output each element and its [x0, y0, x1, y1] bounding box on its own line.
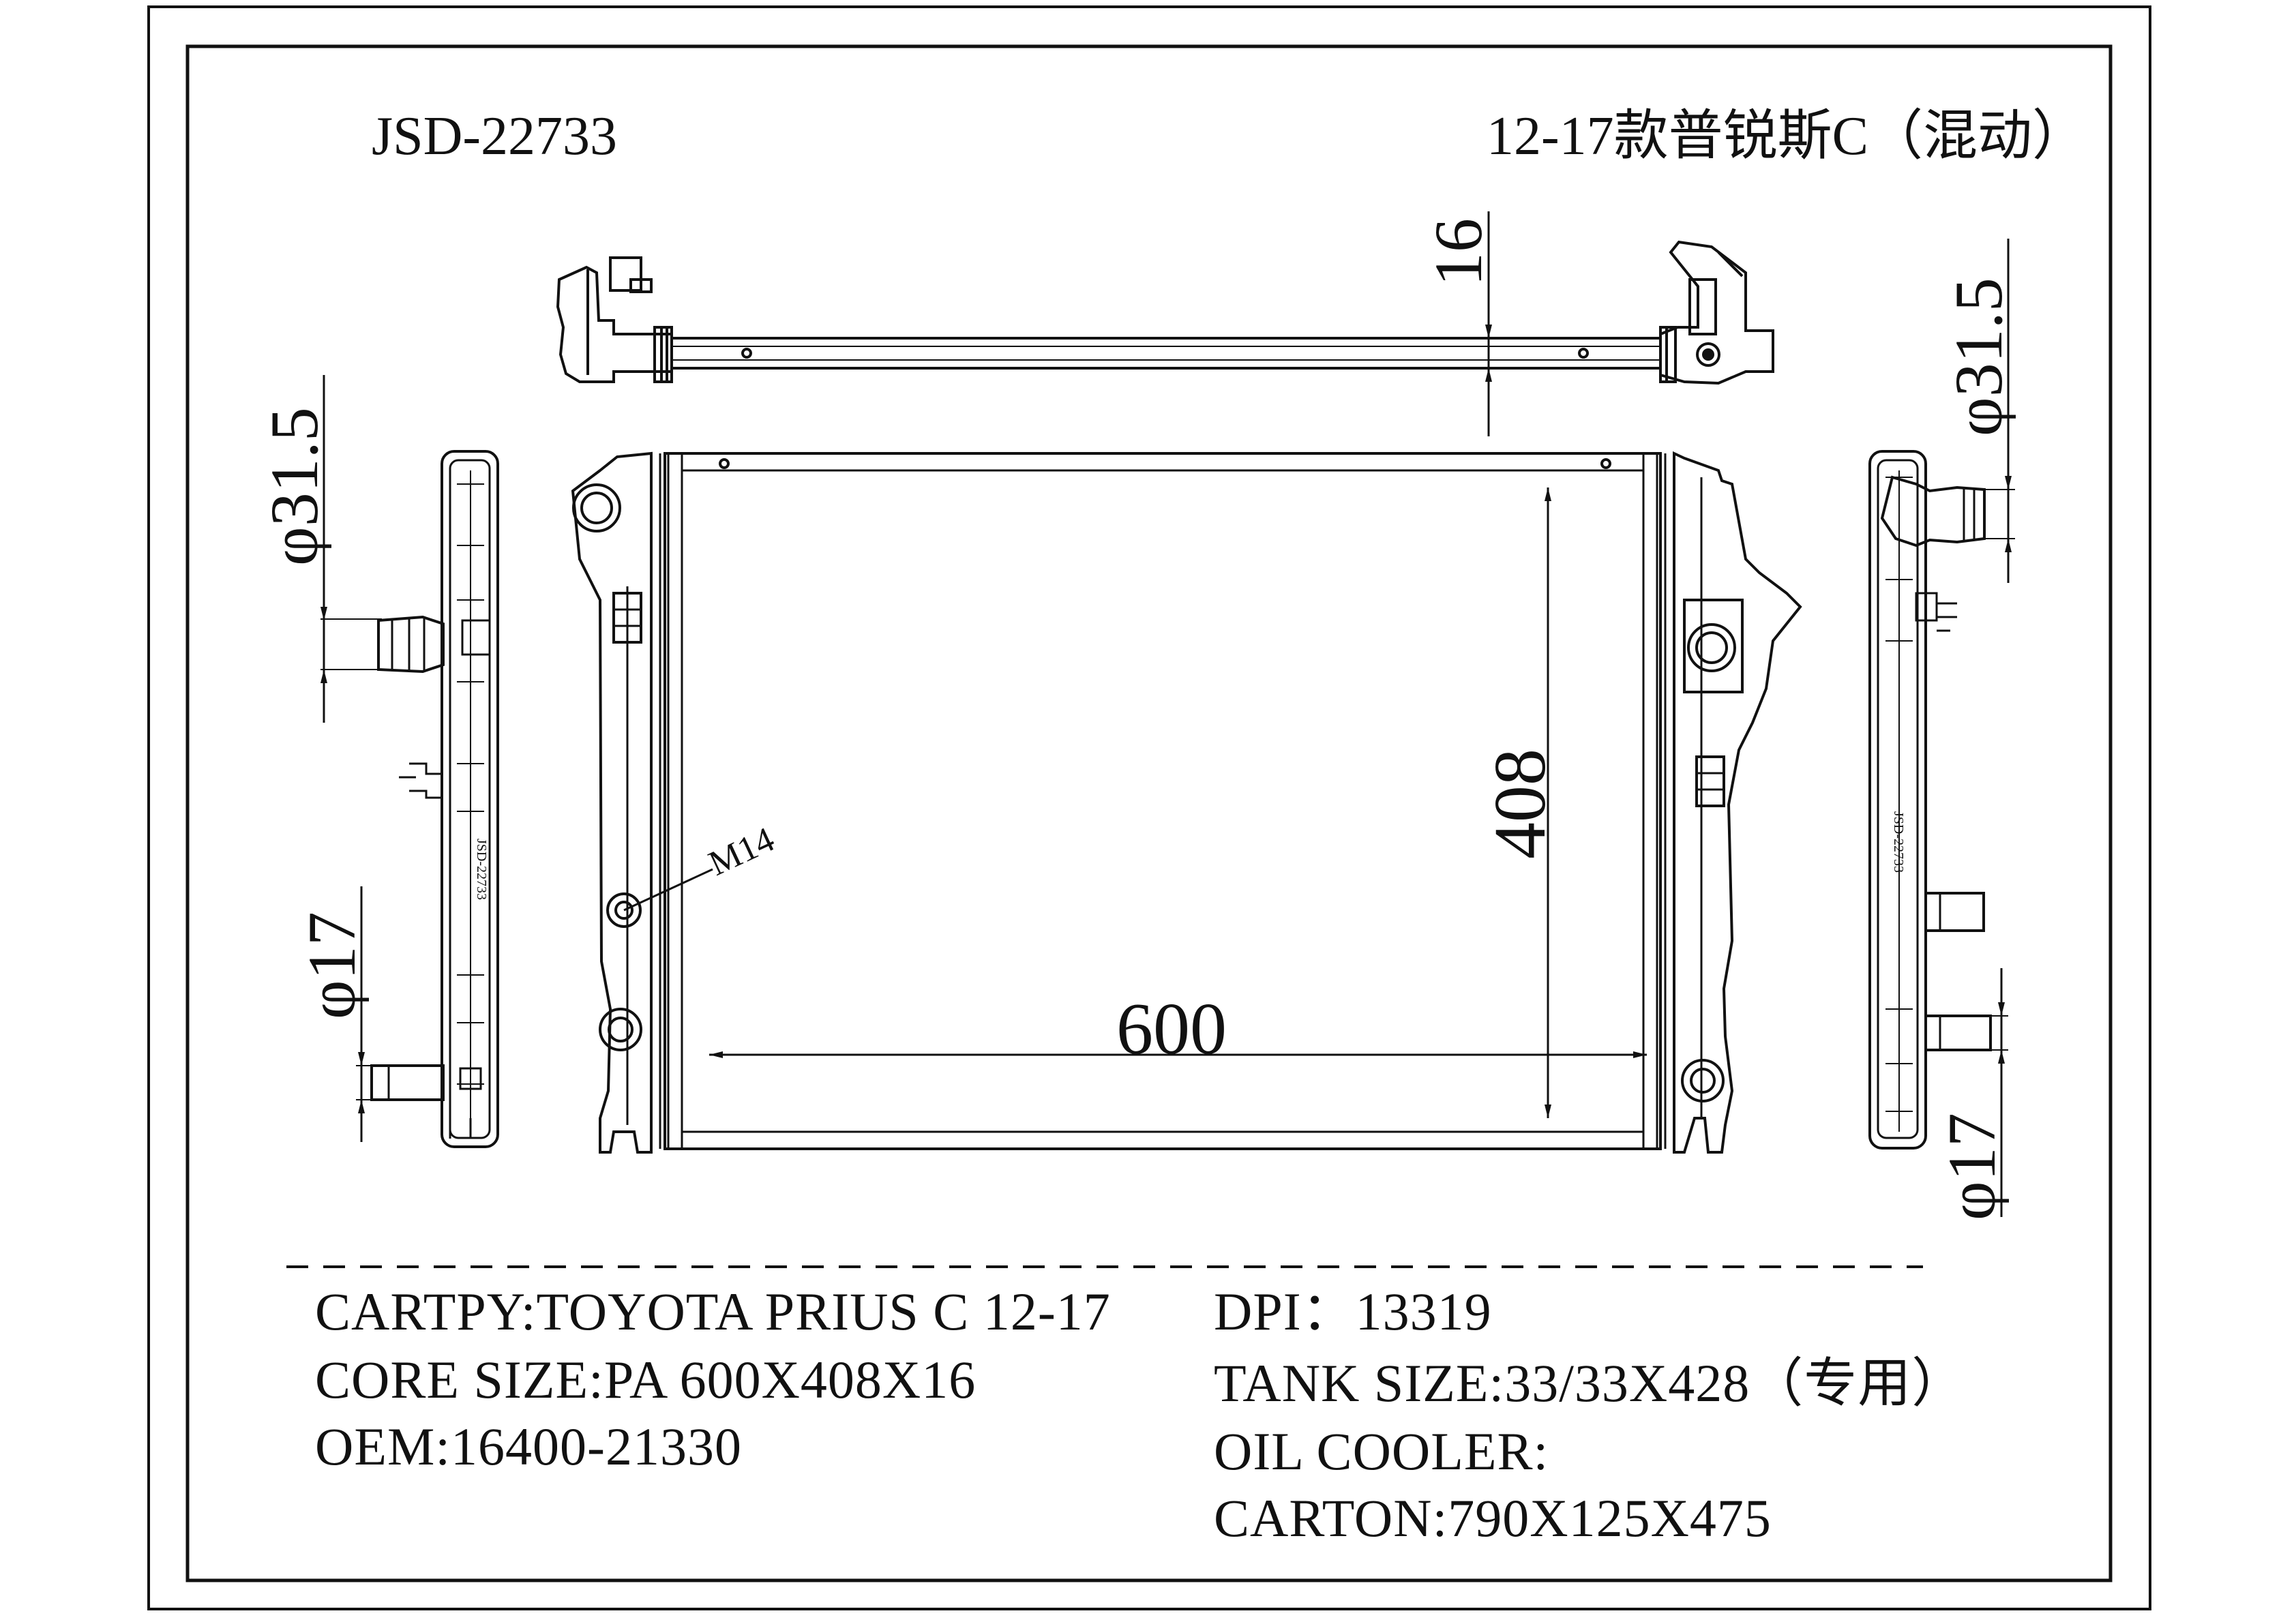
left-side-view — [370, 450, 499, 1148]
vehicle-title: 12-17款普锐斯C（混动） — [1487, 106, 2087, 166]
spec-tank-size: TANK SIZE:33/33X428（专用） — [1214, 1353, 1966, 1413]
spec-oem: OEM:16400-21330 — [315, 1417, 742, 1476]
right-inlet-label: φ31.5 — [1941, 277, 2016, 436]
model-code: JSD-22733 — [372, 106, 618, 166]
left-outlet-label: φ17 — [294, 912, 370, 1019]
m14-leader — [623, 868, 713, 912]
left-inlet-label: φ31.5 — [256, 407, 332, 566]
right-tank-marking-text: JSD-22733 — [1891, 811, 1906, 873]
right-outlet-label: φ17 — [1934, 1113, 2010, 1220]
right-outlet-dimension — [1988, 968, 2008, 1217]
front-view — [571, 451, 1802, 1154]
inner-frame — [185, 44, 2113, 1582]
spec-cartpy: CARTPY:TOYOTA PRIUS C 12-17 — [315, 1282, 1111, 1341]
top-view — [556, 240, 1774, 385]
right-side-view — [1868, 450, 1992, 1150]
left-tank-marking-text: JSD-22733 — [474, 839, 489, 900]
m14-label: M14 — [703, 820, 780, 884]
spec-carton: CARTON:790X125X475 — [1214, 1488, 1772, 1548]
right-inlet-dimension — [1981, 239, 2015, 583]
left-outlet-dimension — [356, 886, 375, 1142]
spec-oil-cooler: OIL COOLER: — [1214, 1422, 1549, 1481]
height-label: 408 — [1480, 749, 1561, 859]
outer-frame — [147, 5, 2151, 1610]
left-inlet-dimension — [320, 375, 382, 723]
spec-dpi: DPI：13319 — [1214, 1282, 1492, 1341]
width-label: 600 — [1116, 989, 1227, 1070]
left-tank-marking: JSD-22733 — [474, 839, 489, 900]
spec-core-size: CORE SIZE:PA 600X408X16 — [315, 1350, 976, 1409]
thickness-label: 16 — [1420, 218, 1496, 286]
